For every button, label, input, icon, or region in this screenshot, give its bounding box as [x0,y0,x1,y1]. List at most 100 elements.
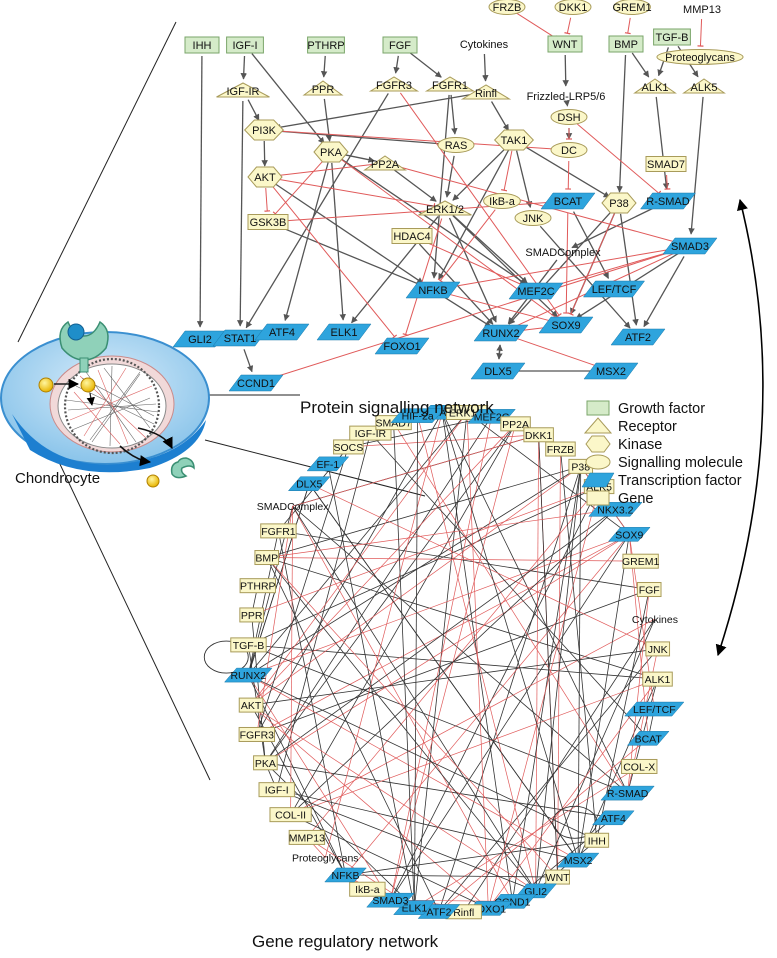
protein-node-bcat: BCAT [540,192,596,210]
gene-node-label: SOX9 [615,529,643,541]
gene-edge [290,506,294,815]
inhibition-edge [402,218,443,337]
activation-edge [655,96,670,190]
gene-node-grem1: GREM1 [622,553,659,569]
gene-node-label: ALK1 [645,674,671,686]
gene-edge [250,412,468,706]
inhibition-edge [271,185,398,340]
protein-node-ikb-a: IkB-a [483,193,521,209]
gene-edge [265,423,516,764]
gene-edge [290,618,656,815]
gene-node-label: AKT [241,700,262,712]
inhibition-edge [274,163,375,179]
secreted-factor-icon [146,474,160,488]
gene-edge [538,434,559,878]
gene-node-pp2a: PP2A [500,416,531,432]
gene-node-label: HIF-2a [402,411,434,423]
protein-node-label: MMP13 [683,4,721,16]
gene-nodes: STAT1ERK1/2MEF2CPP2ADKK1FRZBP38ALK5NKX3.… [224,404,685,920]
gene-edge [438,466,582,912]
gene-edge [414,415,419,908]
protein-node-smad7: SMAD7 [645,156,687,172]
gene-edge [324,412,443,858]
gene-node-label: RUNX2 [230,670,266,682]
protein-node-label: ELK1 [331,327,358,339]
gene-node-label: Proteoglycans [292,853,359,865]
gene-edge [309,483,658,650]
protein-node-label: PP2A [371,159,400,171]
inhibition-edge [437,209,496,283]
gene-node-runx2: RUNX2 [224,667,273,683]
protein-node-label: SMADComplex [525,247,601,259]
protein-node-dkk1: DKK1 [554,0,592,15]
activation-edge [442,295,492,328]
gene-node-label: JNK [648,644,668,656]
inhibition-edge [275,178,436,210]
gene-network-title: Gene regulatory network [252,932,439,951]
protein-node-label: DC [561,145,577,157]
activation-edge [341,153,375,163]
gene-node-nfkb: NFKB [324,867,367,883]
protein-node-frizzled-lrp5-6: Frizzled-LRP5/6 [527,91,606,103]
protein-node-label: ERK1/2 [426,204,464,216]
gene-node-label: NFKB [332,870,360,882]
protein-node-label: TAK1 [501,135,528,147]
protein-node-ppr: PPR [302,80,344,96]
gene-edge [308,483,579,861]
gene-node-label: FGF [639,585,660,597]
protein-node-label: LEF/TCF [592,284,637,296]
protein-node-proteoglycans: Proteoglycans [656,49,744,65]
protein-node-pka: PKA [313,141,349,163]
gene-node-label: EF-1 [316,459,339,471]
gene-edge [560,448,598,841]
legend-label: Signalling molecule [618,455,743,471]
protein-node-akt: AKT [247,166,283,188]
inhibition-edge [664,174,671,190]
protein-node-pp2a: PP2A [363,155,407,171]
inhibition-edge [563,212,570,314]
gene-node-jnk: JNK [645,641,671,657]
protein-edges [196,12,704,383]
protein-node-label: DLX5 [484,366,512,378]
protein-node-smadcomplex: SMADComplex [525,247,601,259]
gene-node-fgfr1: FGFR1 [260,523,297,539]
protein-node-label: IGF-IR [227,86,260,98]
protein-node-dlx5: DLX5 [470,362,526,380]
protein-node-label: SMAD3 [671,241,709,253]
activation-edge [452,215,558,318]
inhibition-edge [546,248,679,291]
activation-edge [490,101,510,132]
gene-edge [345,839,597,876]
protein-node-label: AKT [254,172,276,184]
protein-node-label: DSH [557,112,580,124]
gene-node-cytokines: Cytokines [632,614,678,626]
protein-node-label: GSK3B [250,217,287,229]
activation-edge [643,256,685,328]
protein-node-ccnd1: CCND1 [228,374,284,392]
gene-node-label: COL-X [623,761,655,773]
activation-edge [688,96,704,235]
protein-node-lef-tcf: LEF/TCF [582,280,646,298]
protein-node-label: Proteoglycans [665,52,735,64]
gene-edge [265,416,492,764]
protein-node-label: PTHRP [307,40,344,52]
gene-edge [390,486,600,901]
legend-swatch [581,472,615,488]
gene-node-mmp13: MMP13 [288,829,325,845]
protein-node-label: MSX2 [596,366,626,378]
protein-node-msx2: MSX2 [583,362,639,380]
gene-edge [266,465,581,558]
gene-node-dkk1: DKK1 [523,427,554,443]
activation-edge [572,211,610,279]
gene-edge [276,789,536,892]
gene-node-label: FRZB [547,444,574,456]
gene-node-wnt: WNT [545,869,570,885]
protein-node-label: FGFR1 [432,80,468,92]
protein-node-rinfl: Rinfl [460,84,512,100]
activation-edge [251,53,325,144]
gene-edge [441,412,579,861]
legend-swatch [583,417,613,434]
protein-node-foxo1: FOXO1 [374,337,430,355]
gene-node-label: LEF/TCF [633,704,676,716]
protein-node-label: Cytokines [460,39,509,51]
